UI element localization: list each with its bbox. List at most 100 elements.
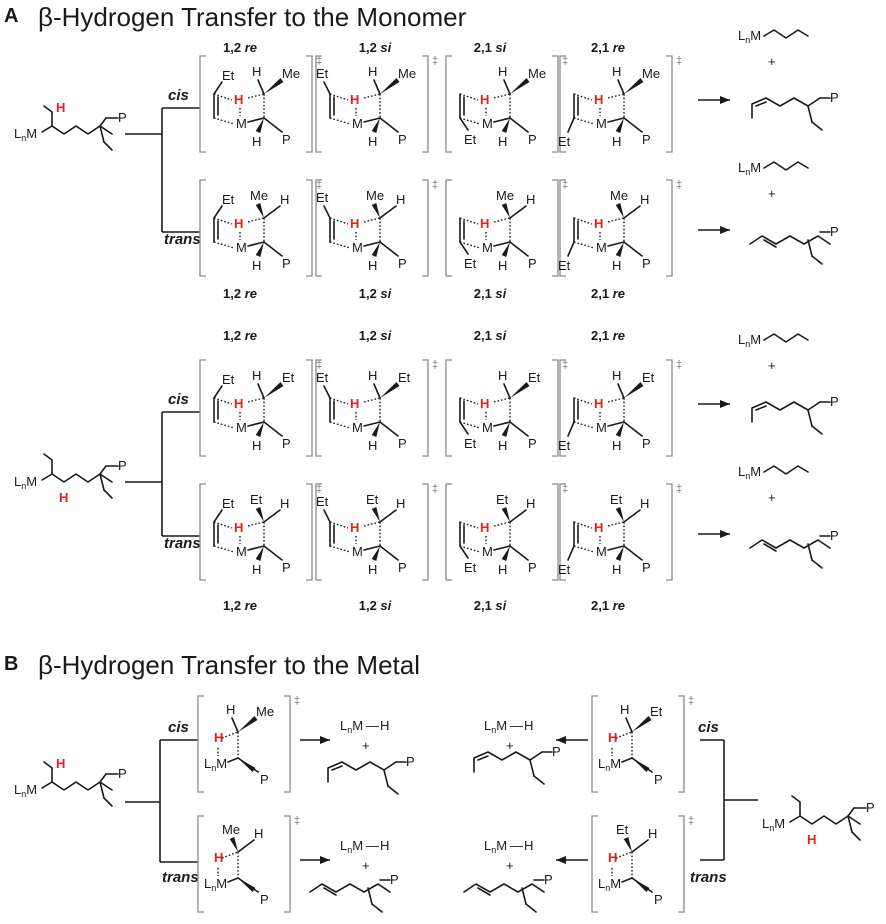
transferring-hydrogen: H xyxy=(234,520,243,535)
transferring-hydrogen: H xyxy=(214,730,223,745)
partial-bond xyxy=(213,397,233,405)
reaction-arrow xyxy=(698,96,730,104)
partial-bond xyxy=(329,217,349,225)
bond xyxy=(379,117,399,133)
metal-alkyl-product: LnM+ xyxy=(738,464,809,505)
bracket-left xyxy=(445,179,452,277)
ts-label: 2,1 re xyxy=(591,598,625,613)
bracket-right xyxy=(666,179,673,277)
partial-bond xyxy=(459,397,479,405)
branch-label-trans: trans xyxy=(164,535,201,552)
wedge-bond xyxy=(371,546,380,561)
bracket-left xyxy=(315,483,322,581)
metal-ligand-label: LnM xyxy=(738,332,761,349)
olefin-chain xyxy=(749,539,831,549)
metal-carbon-bond xyxy=(621,757,633,763)
partial-bond xyxy=(247,93,265,99)
bracket-left xyxy=(591,695,598,793)
wedge-bond xyxy=(229,837,238,852)
double-bond xyxy=(477,755,489,761)
hydrogen-label: H xyxy=(252,134,261,149)
double-bond xyxy=(755,405,767,411)
beta-hydrogen: H xyxy=(56,100,65,115)
olefin-chain xyxy=(463,883,545,893)
ts-label: 1,2 re xyxy=(223,286,257,301)
ts-label: 2,1 re xyxy=(591,286,625,301)
wedge-bond xyxy=(615,118,624,133)
bond xyxy=(43,453,53,461)
ts-label: 2,1 si xyxy=(474,286,507,301)
metal-carbon-bond xyxy=(493,545,511,551)
bond xyxy=(367,887,373,905)
dagger-symbol: ‡ xyxy=(432,179,438,191)
beta-hydrogen: H xyxy=(59,490,68,505)
bond xyxy=(509,545,529,561)
hydrogen-label: H xyxy=(612,134,621,149)
transferring-hydrogen: H xyxy=(350,216,359,231)
metal-label: M xyxy=(352,240,363,255)
bond xyxy=(99,473,105,491)
transferring-hydrogen: H xyxy=(608,850,617,865)
metal-carbon-bond xyxy=(607,117,625,123)
hydrogen-label: H xyxy=(368,562,377,577)
partial-bond xyxy=(615,851,633,859)
bond xyxy=(529,759,535,777)
polymer-label: P xyxy=(406,754,415,769)
polymer-label: P xyxy=(830,528,839,543)
bond xyxy=(811,255,823,265)
dagger-symbol: ‡ xyxy=(294,695,300,707)
dagger-symbol: ‡ xyxy=(676,483,682,495)
bond xyxy=(811,121,823,131)
metal-ligand-label: LnM xyxy=(484,718,507,735)
partial-bond xyxy=(363,93,381,99)
hydrogen-label: H xyxy=(252,258,261,273)
dagger-symbol: ‡ xyxy=(676,359,682,371)
bond xyxy=(567,421,575,437)
double-bond xyxy=(755,101,767,107)
partial-bond xyxy=(607,93,625,99)
partial-bond xyxy=(213,241,235,249)
reaction-arrow xyxy=(698,530,730,538)
bond xyxy=(625,717,633,733)
partial-bond xyxy=(573,217,593,225)
partial-bond xyxy=(329,521,349,529)
bracket-right xyxy=(678,695,685,793)
alkyl-label: Et xyxy=(650,704,663,719)
hydrogen-label: H xyxy=(498,258,507,273)
partial-bond xyxy=(363,217,381,223)
polymer-label: P xyxy=(830,224,839,239)
hydrogen-label: H xyxy=(280,496,289,511)
metal-hydride-product: LnM—H+ xyxy=(484,838,533,873)
partial-bond xyxy=(329,117,351,125)
bracket-left xyxy=(445,359,452,457)
bond xyxy=(509,117,529,133)
polymer-label: P xyxy=(282,436,291,451)
metal-ligand-label: LnM xyxy=(484,838,507,855)
reaction-arrow xyxy=(698,226,730,234)
alkyl-label: Me xyxy=(496,188,514,203)
hydrogen-label: H xyxy=(368,134,377,149)
bond xyxy=(847,815,853,833)
olefin-product: P xyxy=(749,224,839,265)
partial-bond xyxy=(493,521,511,527)
transferring-hydrogen: H xyxy=(594,396,603,411)
bond xyxy=(383,769,389,787)
metal-carbon-bond xyxy=(227,757,239,763)
bond xyxy=(373,79,381,95)
plus-sign: + xyxy=(768,186,776,201)
polymer-label: P xyxy=(544,872,553,887)
hydrogen-label: H xyxy=(612,64,621,79)
bracket-right xyxy=(422,55,429,153)
branch-tree xyxy=(125,739,198,863)
branch-tree xyxy=(700,739,758,861)
partial-bond xyxy=(363,397,381,403)
plus-sign: + xyxy=(362,738,370,753)
reaction-arrow xyxy=(300,736,330,744)
wedge-bond xyxy=(615,546,624,561)
alkyl-label: Me xyxy=(282,66,300,81)
